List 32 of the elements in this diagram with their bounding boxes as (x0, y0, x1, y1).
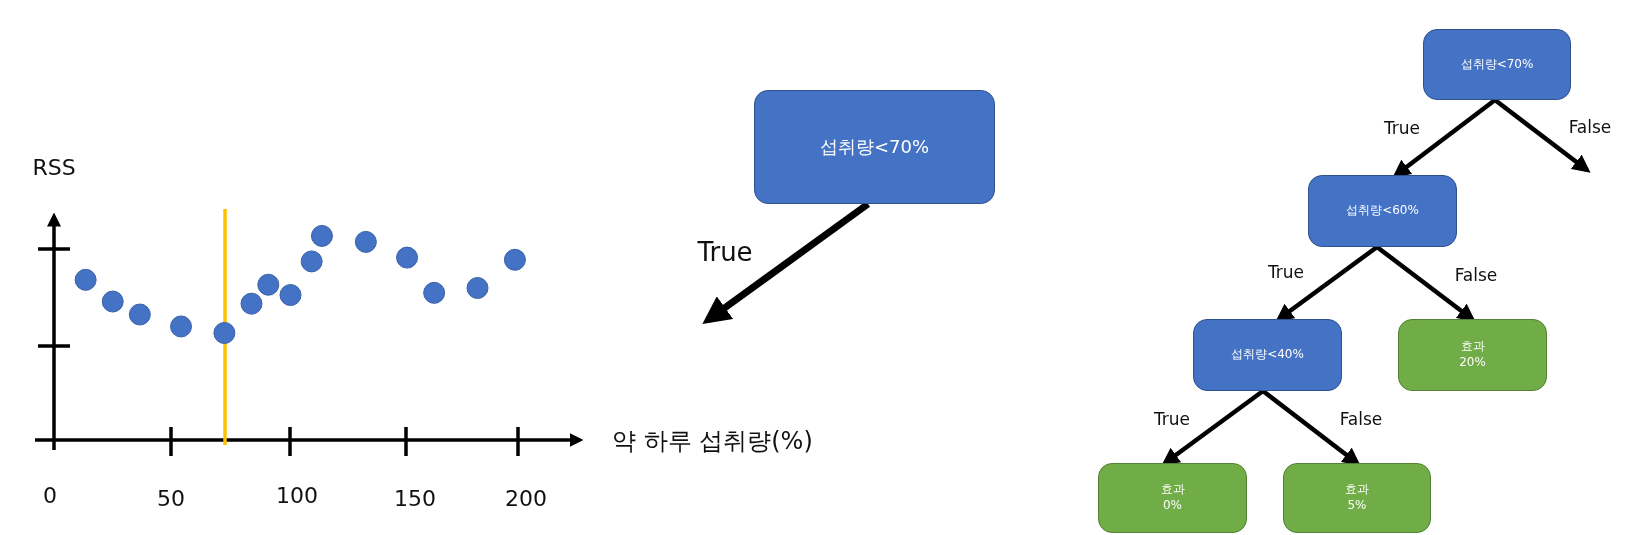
node-label: 20% (1459, 355, 1486, 371)
node-label: 섭취량<60% (1346, 203, 1419, 219)
axis-title: 약 하루 섭취량(%) (612, 426, 813, 457)
node-label: 5% (1347, 498, 1367, 514)
edge-label: True (1383, 118, 1421, 138)
axis-title: RSS (32, 154, 76, 180)
tick-label: 50 (157, 485, 185, 511)
tick-label: 150 (394, 485, 436, 511)
node-label: 섭취량<70% (819, 135, 930, 159)
node-label: 효과 (1345, 482, 1369, 498)
node-label: 0% (1162, 498, 1182, 514)
edge-label: True (697, 237, 753, 267)
edge-label: False (1568, 117, 1612, 137)
leaf-box (1283, 463, 1431, 533)
node-label: 효과 (1160, 482, 1185, 498)
decision-box (1308, 175, 1457, 247)
edge-label: False (1339, 409, 1383, 429)
decision-box (1423, 29, 1571, 100)
node-label: 섭취량<70% (1460, 56, 1534, 73)
leaf-box (1398, 319, 1547, 391)
tick-label: 0 (43, 482, 57, 508)
edge-label: True (1153, 409, 1191, 429)
tick-label: 200 (505, 485, 547, 511)
tick-label: 100 (276, 482, 318, 508)
decision-box (1193, 319, 1342, 391)
node-label: 섭취량<40% (1231, 347, 1304, 363)
edge-label: False (1454, 265, 1498, 285)
node-label: 효과 (1460, 339, 1485, 355)
decision-box (754, 90, 995, 204)
arrow (1493, 98, 1591, 173)
edge-label: True (1267, 262, 1305, 282)
leaf-box (1098, 463, 1247, 533)
